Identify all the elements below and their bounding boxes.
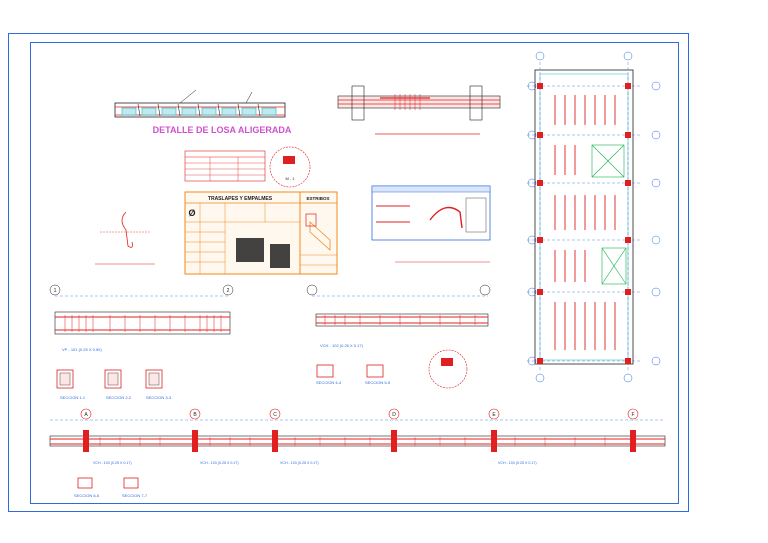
diameter-symbol: Ø xyxy=(188,208,195,218)
beam-label-long-3: VCH - 103 (0.25 X 0.17) xyxy=(280,461,319,465)
beam-label-long-2: VCH - 103 (0.25 X 0.17) xyxy=(200,461,239,465)
axis-f-label: F xyxy=(631,412,634,418)
sheet-inner-border xyxy=(30,42,679,504)
slab-detail: DETALLE DE LOSA ALIGERADA xyxy=(114,89,292,135)
callout-m1: M - 1 xyxy=(269,146,311,188)
splices-title: TRASLAPES Y EMPALMES xyxy=(208,196,273,202)
schedule-table xyxy=(184,150,266,182)
callout-label: M - 1 xyxy=(285,176,295,181)
floor-plan xyxy=(527,51,661,383)
axis-2-label: 2 xyxy=(227,288,230,294)
section-label-3: SECCION 3-3 xyxy=(146,395,172,400)
section-label-2: SECCION 2-2 xyxy=(106,395,132,400)
axis-a-label: A xyxy=(84,412,88,418)
stirrups-title: ESTRIBOS xyxy=(306,196,329,201)
hook-detail xyxy=(95,211,155,265)
axis-d-label: D xyxy=(392,412,396,418)
section-label-5: SECCION 5-5 xyxy=(365,380,391,385)
beam-label-vch102: VCH - 102 (0.25 X 0.17) xyxy=(320,343,364,348)
beam-label-long-1: VCH - 103 (0.25 X 0.17) xyxy=(93,461,132,465)
sections-row-1: SECCION 1-1 SECCION 2-2 SECCION 3-3 SECC… xyxy=(56,364,391,400)
sheet-outer-border xyxy=(8,33,689,512)
section-label-7: SECCION 7-7 xyxy=(122,493,148,498)
beam-elevation-top xyxy=(337,85,501,135)
axis-1-label: 1 xyxy=(54,288,57,294)
beam-long: A B C D E F VCH - 103 (0.25 X 0.17) VCH … xyxy=(49,408,666,465)
axis-c-label: C xyxy=(273,412,277,418)
callout-m2 xyxy=(428,349,468,389)
section-label-4: SECCION 4-4 xyxy=(316,380,342,385)
beam-vch102: VCH - 102 (0.25 X 0.17) xyxy=(306,284,491,348)
slab-detail-title: DETALLE DE LOSA ALIGERADA xyxy=(153,125,292,135)
bend-detail xyxy=(371,185,491,263)
beam-label-long-4: VCH - 103 (0.25 X 0.17) xyxy=(498,461,537,465)
beam-label-vp101: VP - 101 (0.25 X 0.50) xyxy=(62,347,102,352)
beam-vp101: 1 2 VP - 101 (0.25 X 0.50) xyxy=(49,284,234,352)
sections-row-2: SECCION 6-6 SECCION 7-7 xyxy=(74,477,148,498)
axis-e-label: E xyxy=(492,412,496,418)
axis-b-label: B xyxy=(193,412,197,418)
splices-table: TRASLAPES Y EMPALMES ESTRIBOS Ø xyxy=(184,191,338,275)
section-label-1: SECCION 1-1 xyxy=(60,395,86,400)
section-label-6: SECCION 6-6 xyxy=(74,493,100,498)
